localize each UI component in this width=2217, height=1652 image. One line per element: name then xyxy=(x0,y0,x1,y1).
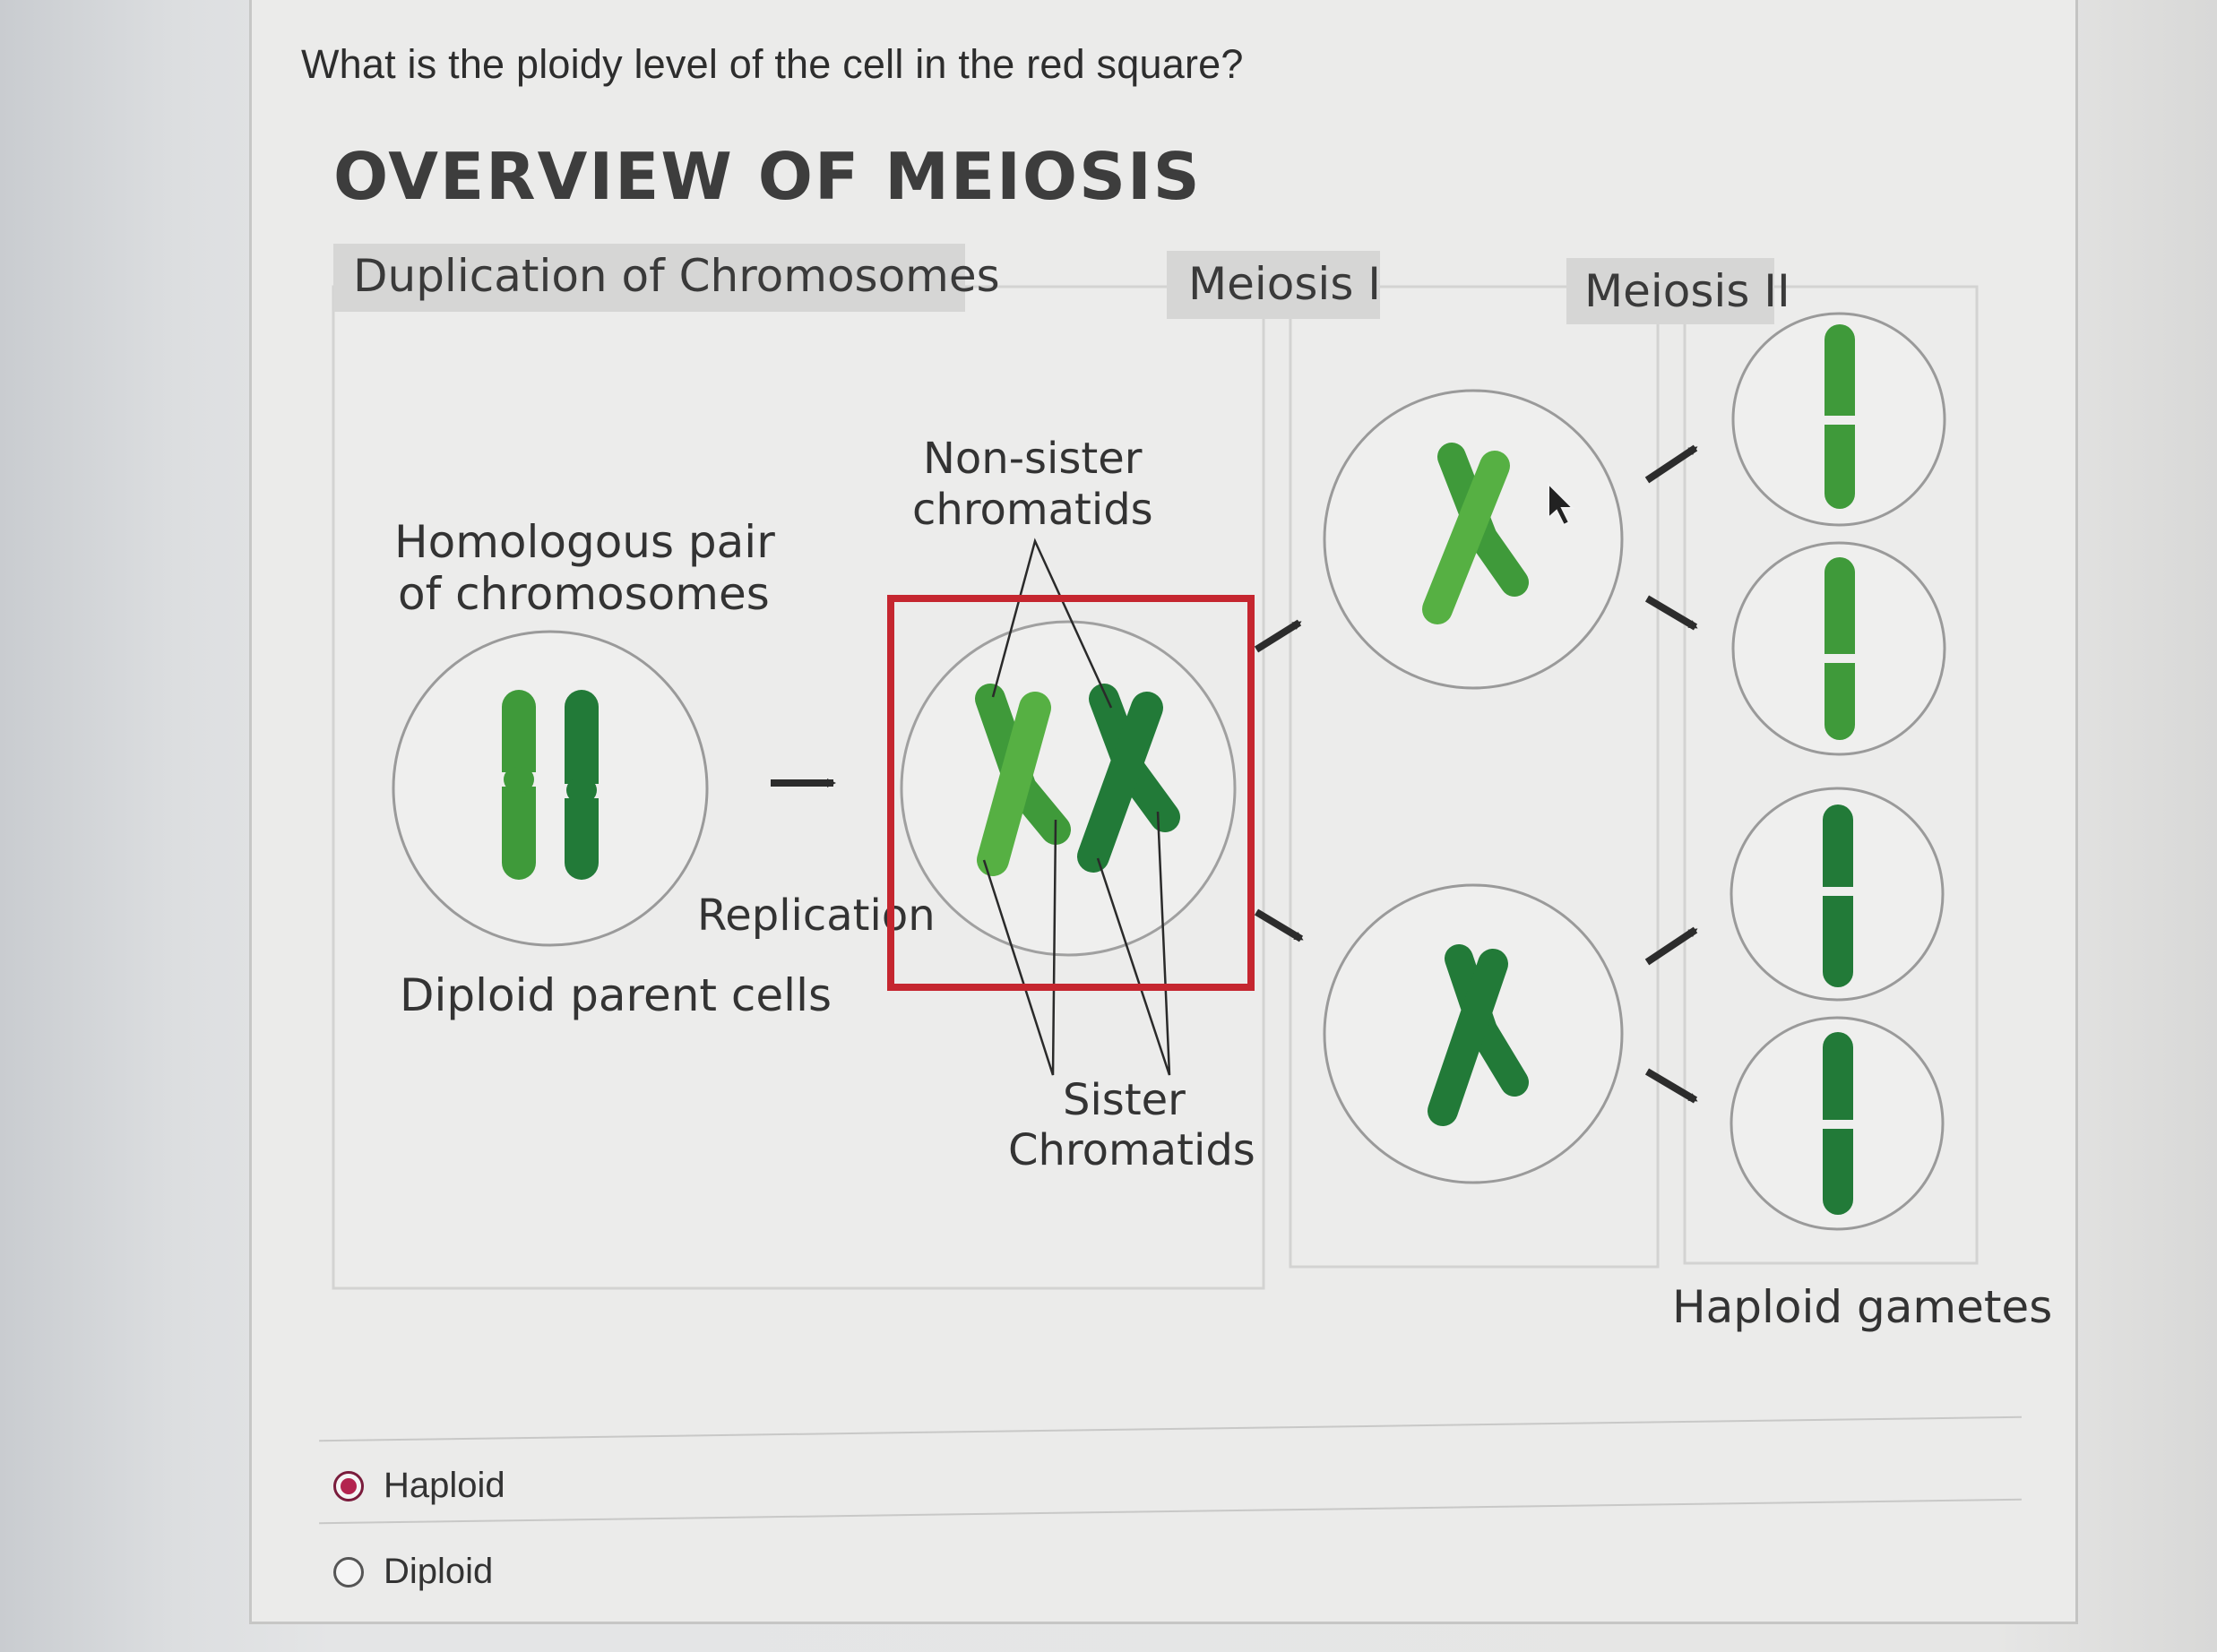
figure-title: OVERVIEW OF MEIOSIS xyxy=(333,139,1202,214)
label-haploid-gametes: Haploid gametes xyxy=(1672,1281,2052,1333)
label-non-sister-1: Non-sister xyxy=(923,434,1143,484)
label-sister-1: Sister xyxy=(1063,1075,1186,1125)
gamete-2 xyxy=(1733,543,1945,754)
radio-diploid[interactable] xyxy=(333,1557,364,1587)
tab-duplication: Duplication of Chromosomes xyxy=(353,250,1000,302)
tab-meiosis-2: Meiosis II xyxy=(1584,265,1790,317)
option-haploid-label: Haploid xyxy=(384,1466,505,1506)
label-homologous-2: of chromosomes xyxy=(398,568,770,620)
label-replication: Replication xyxy=(697,891,936,941)
option-diploid-label: Diploid xyxy=(384,1552,493,1592)
replicated-cell xyxy=(901,622,1235,955)
radio-selected-dot xyxy=(341,1478,357,1494)
label-diploid-parent: Diploid parent cells xyxy=(400,969,832,1021)
option-haploid[interactable]: Haploid xyxy=(333,1466,505,1506)
radio-haploid[interactable] xyxy=(333,1471,364,1501)
gamete-4 xyxy=(1731,1018,1943,1229)
label-homologous-1: Homologous pair xyxy=(394,516,775,568)
tab-meiosis-1: Meiosis I xyxy=(1188,258,1381,310)
gamete-1 xyxy=(1733,314,1945,525)
parent-cell xyxy=(393,632,707,945)
label-sister-2: Chromatids xyxy=(1008,1125,1255,1175)
option-diploid[interactable]: Diploid xyxy=(333,1552,493,1592)
gamete-3 xyxy=(1731,788,1943,1000)
label-non-sister-2: chromatids xyxy=(912,485,1153,535)
